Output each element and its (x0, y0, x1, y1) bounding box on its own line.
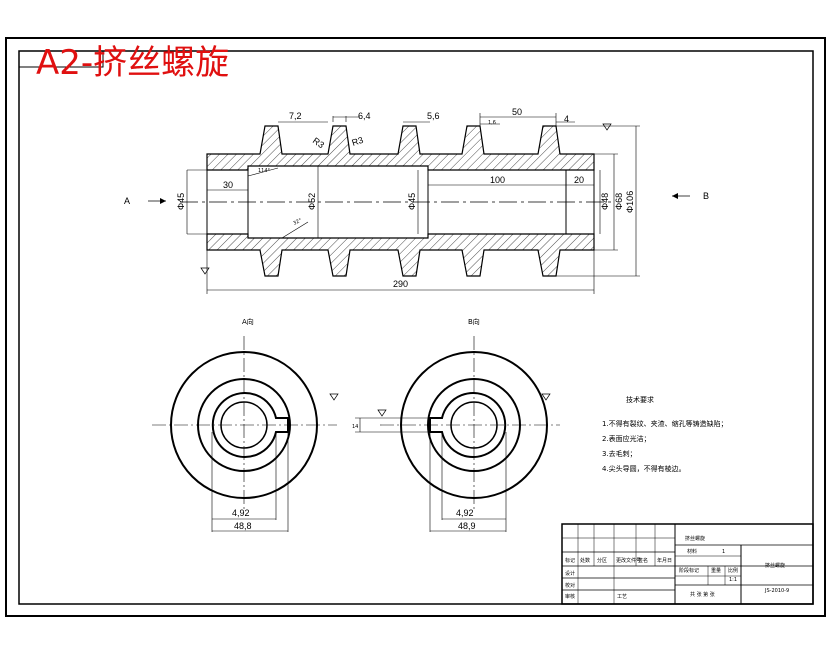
dim-tip-end: 4 (564, 114, 569, 124)
dim-pitch: 50 (512, 107, 522, 117)
dim-total-length: 290 (393, 279, 408, 289)
diameter-dimension-lines (186, 125, 640, 277)
dim-angle-1: 114° (258, 168, 271, 174)
section-view: A B 7,2 6,4 5,6 50 1,6 4 R3 R3 114° 32° (124, 107, 709, 294)
dim-thread-width: 7,2 (289, 111, 302, 121)
dim-right-end-length: 20 (574, 175, 584, 185)
view-a-bore-keyway (211, 392, 289, 458)
title-corner-box (18, 50, 104, 68)
tb-row-label: 设计 (565, 570, 575, 577)
dim-radius-1: R3 (311, 135, 326, 150)
tech-req-item: 3.去毛刺； (602, 449, 637, 458)
tb-col-label: 签名 (638, 557, 648, 564)
angle-leader-2 (281, 221, 309, 239)
view-b-bore-dia: 48,9 (458, 521, 476, 531)
view-b-outer-circle (400, 351, 548, 499)
tb-code: JS-2010-9 (764, 588, 789, 594)
view-a-arrowhead (160, 198, 166, 204)
tb-weight-label: 重量 (711, 567, 721, 574)
view-a: A向 4,92 48,8 (152, 317, 337, 532)
view-a-keyway-width: 4,92 (232, 508, 250, 518)
view-b-title: B向 (468, 317, 480, 326)
tech-req-item: 2.表面应光洁； (602, 434, 651, 443)
roughness-mark-2 (200, 267, 210, 275)
view-b-key-height: 14 (352, 424, 358, 430)
view-b-keyway-width: 4,92 (456, 508, 474, 518)
view-a-mid-circle (197, 378, 291, 472)
tb-process-label: 工艺 (617, 594, 627, 600)
technical-requirements: 技术要求 1.不得有裂纹、夹渣、缩孔等铸造缺陷； 2.表面应光洁； 3.去毛刺；… (602, 395, 728, 473)
view-b: B向 14 4,92 48,9 (329, 317, 560, 532)
view-a-inner-circle (220, 401, 268, 449)
dim-left-bore-length: 30 (223, 180, 233, 190)
roughness-mark-1 (602, 123, 612, 131)
tech-req-heading: 技术要求 (626, 395, 654, 404)
tb-col-label: 年月日 (657, 557, 672, 564)
title-block-text: 挤丝螺旋 材料 1 挤丝螺旋 JS-2010-9 阶段标记 重量 比例 1:1 … (565, 535, 789, 600)
view-b-arrowhead (672, 193, 678, 199)
tb-col-label: 处数 (580, 557, 590, 564)
upper-body-hatch (206, 125, 595, 171)
dim-right-bore-length: 100 (490, 175, 505, 185)
dim-dia-mid2: Φ45 (407, 193, 417, 210)
tb-stage-label: 阶段标记 (679, 567, 699, 574)
angle-leader (247, 167, 279, 177)
view-a-outer-circle (170, 351, 318, 499)
tb-col-label: 更改文件号 (616, 557, 641, 564)
view-a-label: A (124, 196, 130, 206)
view-a-bore-dia: 48,8 (234, 521, 252, 531)
dim-tooth-tip: 6,4 (358, 111, 371, 121)
tb-sheet: 共 张 第 张 (690, 591, 715, 598)
tb-drawing-name: 挤丝螺旋 (685, 535, 705, 542)
dim-dia-left: Φ45 (176, 193, 186, 210)
tb-row-label: 标记 (565, 557, 575, 564)
tb-row-label: 校对 (565, 582, 575, 589)
view-b-label: B (703, 191, 709, 201)
roughness-mark-4 (377, 409, 387, 417)
tb-scale: 1:1 (729, 577, 737, 583)
tb-scale-label: 比例 (728, 567, 738, 574)
dim-dia-outer: Φ106 (625, 191, 635, 213)
tech-req-item: 1.不得有裂纹、夹渣、缩孔等铸造缺陷； (602, 419, 728, 428)
view-b-inner-circle (450, 401, 498, 449)
view-b-bore-keyway (429, 392, 507, 458)
overlay-title: A2-挤丝螺旋 (36, 43, 229, 83)
inner-frame (18, 50, 814, 605)
view-b-mid-circle (427, 378, 521, 472)
tb-name-right: 挤丝螺旋 (765, 562, 785, 569)
dim-radius-2: R3 (351, 135, 365, 148)
outer-frame (5, 37, 826, 617)
dim-groove: 5,6 (427, 111, 440, 121)
top-dimensions (278, 113, 575, 126)
title-block (561, 523, 814, 605)
tb-quantity: 1 (722, 549, 725, 555)
dim-tip-small: 1,6 (488, 120, 496, 126)
dim-dia-right1: Φ48 (600, 193, 610, 210)
lower-body-hatch (206, 233, 595, 277)
tb-col-label: 分区 (597, 557, 607, 564)
dim-dia-mid: Φ52 (307, 193, 317, 210)
tech-req-item: 4.尖头导圆，不得有棱边。 (602, 464, 686, 473)
tb-row-label: 审核 (565, 593, 575, 600)
tb-material-label: 材料 (687, 548, 697, 555)
view-a-title: A向 (242, 317, 254, 326)
roughness-mark-5 (541, 393, 551, 401)
roughness-mark-3 (329, 393, 339, 401)
dim-angle-2: 32° (292, 217, 303, 226)
dim-dia-right2: Φ68 (614, 193, 624, 210)
